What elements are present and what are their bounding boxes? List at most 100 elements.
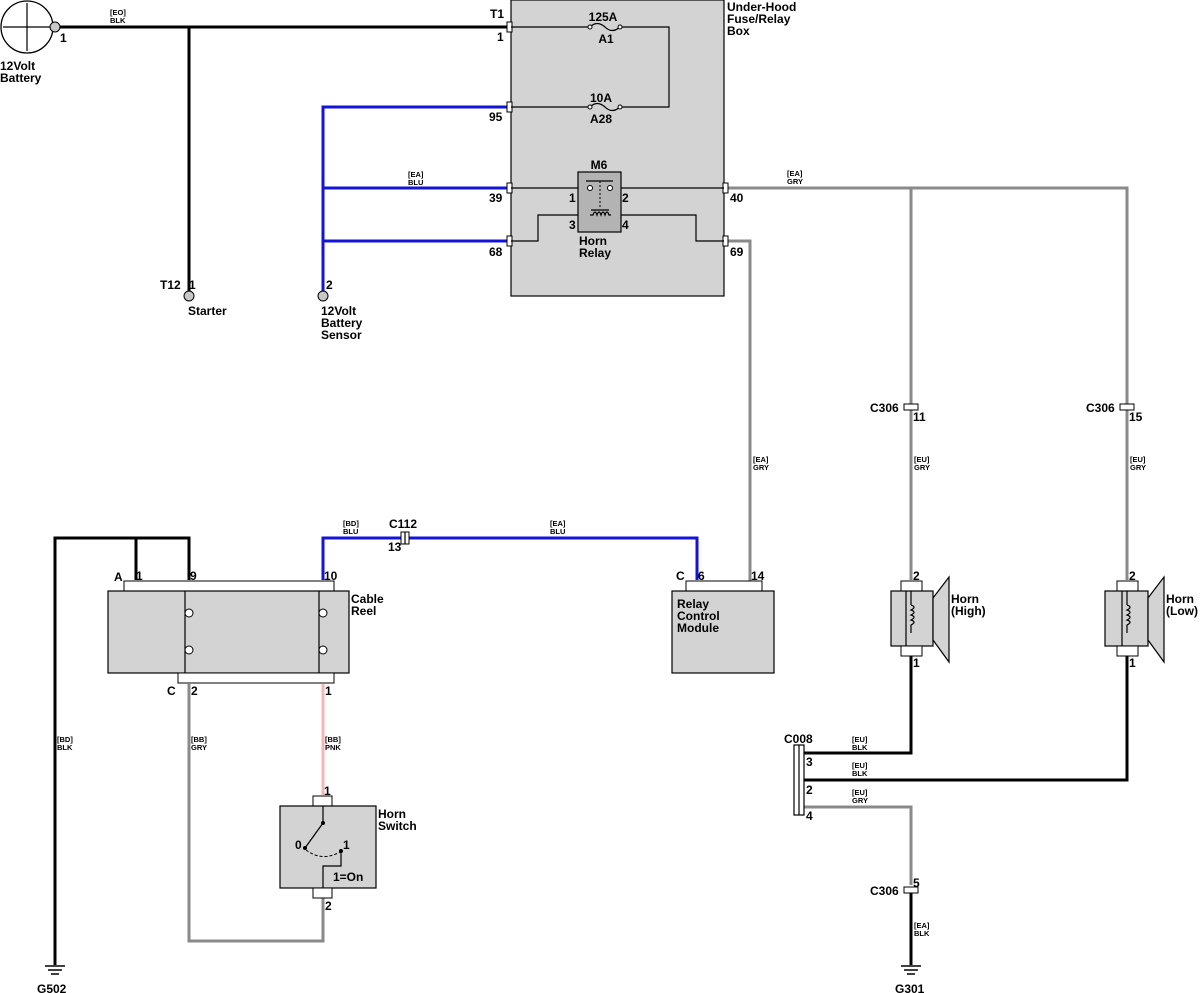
sensor-pin: 2 <box>326 278 333 292</box>
c306-11-pin: 11 <box>913 410 926 424</box>
cable-reel-pin-10: 10 <box>324 569 338 583</box>
tag-eu-blk-1: [EU]BLK <box>852 735 868 752</box>
relay-pin-2: 2 <box>622 191 629 205</box>
g301-name: G301 <box>895 982 925 993</box>
horn-low-label-2: (Low) <box>1166 604 1198 618</box>
wire-horn-high-ground <box>804 656 913 755</box>
wire-tags: [EO]BLK [EA]BLU [EA]GRY [EA]GRY [BD]BLU … <box>57 8 1146 938</box>
tag-bd-blu: [BD]BLU <box>343 519 359 536</box>
battery-label-2: Battery <box>0 71 42 85</box>
horn-high: 2 1 Horn (High) <box>890 569 986 670</box>
relay-label-1: Horn <box>579 234 607 248</box>
module-pin-6: 6 <box>698 569 705 583</box>
connector-t1: T1 <box>490 7 504 21</box>
fuse-a28-id: A28 <box>590 112 612 126</box>
ground-g301: G301 <box>895 965 925 993</box>
tag-ea-gry-top: [EA]GRY <box>787 169 803 186</box>
c306-5-name: C306 <box>870 884 899 898</box>
fuse-a28-icon <box>589 102 621 112</box>
tag-ea-blk: [EA]BLK <box>914 921 930 938</box>
cable-reel: Cable Reel A 1 9 10 C 2 1 <box>107 569 384 698</box>
starter-connector: T12 <box>160 278 181 292</box>
horn-relay: M6 1 2 3 4 Horn Relay <box>511 158 724 260</box>
cable-reel-label-1: Cable <box>351 592 384 606</box>
pin-40: 40 <box>730 191 744 205</box>
pin-68: 68 <box>489 245 503 259</box>
relay-label-2: Relay <box>579 246 611 260</box>
fuse-a1-rating: 125A <box>589 10 618 24</box>
wires <box>53 25 1129 965</box>
cable-reel-pin-c1: 1 <box>325 684 332 698</box>
horn-high-coil-icon <box>909 591 915 633</box>
pin-69: 69 <box>730 245 744 259</box>
wire-pin69-module <box>725 239 752 581</box>
sensor-label-3: Sensor <box>321 328 362 342</box>
horn-low-speaker-icon <box>1147 575 1165 664</box>
tag-ea-gry-mid: [EA]GRY <box>753 455 769 472</box>
switch-pin-2: 2 <box>325 899 332 913</box>
sensor-label-2: Battery <box>321 316 363 330</box>
tag-bd-blk: [BD]BLK <box>57 735 73 752</box>
cable-reel-label-2: Reel <box>351 604 376 618</box>
connector-c306-15: C306 15 <box>1086 401 1143 424</box>
battery-label-1: 12Volt <box>0 59 35 73</box>
connector-c008: C008 3 2 4 <box>784 732 813 823</box>
connector-c306-5: C306 5 <box>870 876 920 898</box>
sensor-label-1: 12Volt <box>321 304 356 318</box>
wire-reel-ground <box>53 536 191 965</box>
tag-eu-gry-2: [EU]GRY <box>1130 455 1146 472</box>
switch-pos-1: 1 <box>343 838 350 852</box>
horn-low-coil-icon <box>1125 591 1131 633</box>
connector-c306-11: C306 11 <box>870 401 926 424</box>
module-label-2: Control <box>677 609 720 623</box>
fuse-a1-icon <box>589 22 621 32</box>
cable-reel-conn-a: A <box>114 570 123 584</box>
switch-label-1: Horn <box>378 807 406 821</box>
c008-pin-3: 3 <box>806 755 813 769</box>
tag-eu-gry-1: [EU]GRY <box>914 455 930 472</box>
pin-t1-1: 1 <box>497 30 504 44</box>
horn-high-label-2: (High) <box>951 604 986 618</box>
wire-c008-g301-gry <box>804 805 913 885</box>
c008-pin-4: 4 <box>806 809 813 823</box>
ground-g502: G502 <box>37 965 67 993</box>
pin-39: 39 <box>489 191 503 205</box>
horn-high-speaker-icon <box>932 575 950 664</box>
c306-11-name: C306 <box>870 401 899 415</box>
relay-coil-icon <box>590 211 611 217</box>
c008-name: C008 <box>784 732 813 746</box>
wire-pin40-horns <box>725 186 1129 580</box>
relay-pin-3: 3 <box>569 218 576 232</box>
fuse-box-label-3: Box <box>727 24 750 38</box>
tag-eu-gry-3: [EU]GRY <box>852 788 868 805</box>
switch-pin-1: 1 <box>324 784 331 798</box>
starter-label: Starter <box>188 304 227 318</box>
tag-ea-blu2: [EA]BLU <box>550 519 566 536</box>
fuse-a1-id: A1 <box>598 32 614 46</box>
fuse-a28-rating: 10A <box>590 91 612 105</box>
cable-reel-conn-c: C <box>167 684 176 698</box>
cable-reel-pin-1: 1 <box>136 569 143 583</box>
tag-bb-gry: [BB]GRY <box>191 735 207 752</box>
switch-note: 1=On <box>333 870 363 884</box>
c112-pin: 13 <box>388 540 402 554</box>
fuse-box-label-1: Under-Hood <box>727 0 796 14</box>
switch-label-2: Switch <box>378 819 417 833</box>
c112-name: C112 <box>389 517 417 531</box>
wire-sensor-95 <box>321 105 511 292</box>
horn-high-pin-2: 2 <box>913 569 920 583</box>
wire-switch-reel-gry <box>187 684 325 943</box>
horn-switch: 0 1 1=On Horn Switch 1 2 <box>279 784 417 913</box>
relay-id: M6 <box>591 158 608 172</box>
tag-eo-blk: [EO]BLK <box>110 8 126 25</box>
wire-reel-module <box>321 536 699 580</box>
c008-pin-2: 2 <box>806 783 813 797</box>
c306-15-name: C306 <box>1086 401 1115 415</box>
c306-5-pin: 5 <box>913 876 920 890</box>
relay-control-module: Relay Control Module C 6 14 <box>671 569 775 674</box>
g502-name: G502 <box>37 982 67 993</box>
module-label-3: Module <box>677 621 719 635</box>
horn-low: 2 1 Horn (Low) <box>1104 569 1198 670</box>
starter-pin: 1 <box>189 278 196 292</box>
tag-bb-pnk: [BB]PNK <box>325 735 341 752</box>
